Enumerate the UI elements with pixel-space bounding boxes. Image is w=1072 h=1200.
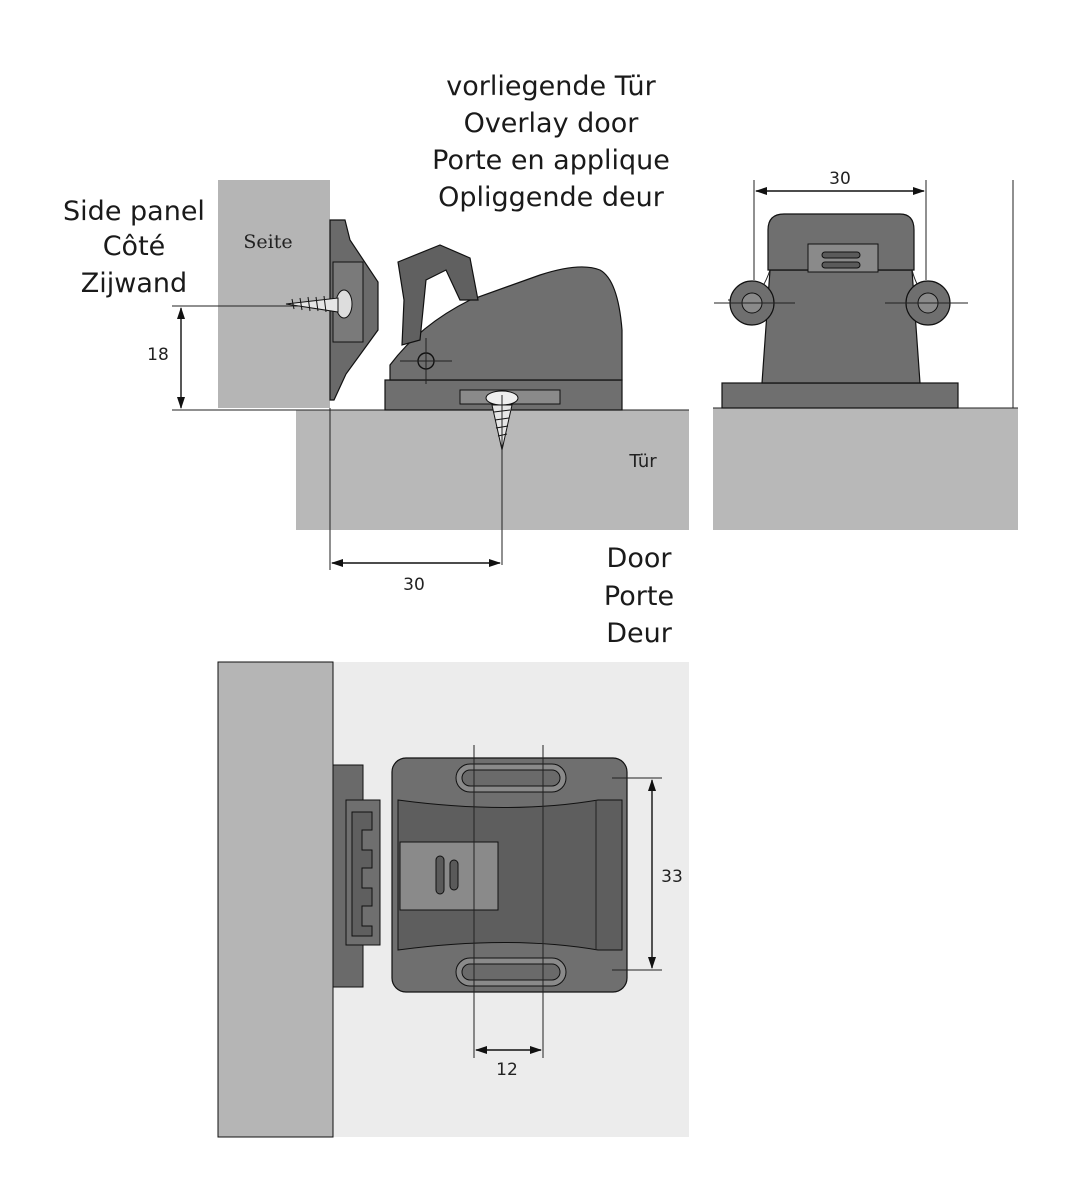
door-nl: Deur: [606, 618, 673, 649]
front-view: 30: [713, 169, 1018, 530]
side-panel-en: Side panel: [63, 196, 205, 227]
door-panel: [296, 410, 689, 530]
overlay-door-label: vorliegende Tür Overlay door Porte en ap…: [432, 71, 670, 213]
overlay-door-de: vorliegende Tür: [446, 71, 656, 102]
side-panel-label: Side panel Côté Zijwand: [63, 196, 205, 299]
dimension-33: 33: [661, 867, 683, 887]
tuer-label: Tür: [628, 451, 657, 472]
top-side-panel: [217, 661, 334, 1138]
overlay-door-nl: Opliggende deur: [438, 182, 665, 213]
door-label: Door Porte Deur: [604, 543, 674, 649]
dimension-30-front: 30: [829, 169, 851, 189]
dimension-12: 12: [496, 1060, 518, 1080]
side-screw-icon: [285, 295, 339, 313]
door-fr: Porte: [604, 581, 674, 612]
dimension-18: 18: [147, 345, 169, 365]
side-panel-fr: Côté: [103, 231, 166, 262]
door-en: Door: [607, 543, 673, 574]
overlay-door-en: Overlay door: [464, 108, 640, 139]
side-view: 18 30 Seite Tür: [147, 180, 689, 595]
top-view: 33 12: [217, 661, 689, 1138]
side-panel-nl: Zijwand: [81, 268, 187, 299]
dimension-30-side: 30: [403, 575, 425, 595]
front-door-panel: [713, 408, 1018, 530]
overlay-door-fr: Porte en applique: [432, 145, 670, 176]
seite-label: Seite: [243, 231, 292, 253]
side-panel: [218, 180, 330, 408]
catch-body-side: [384, 244, 623, 411]
